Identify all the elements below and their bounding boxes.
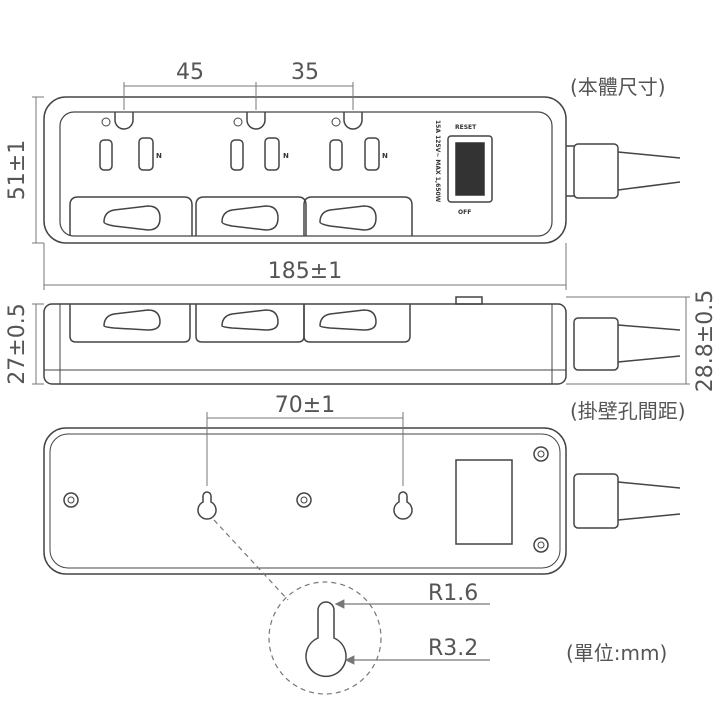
power-cord — [617, 151, 681, 191]
side-rocker-3 — [319, 309, 377, 331]
off-label: OFF — [458, 209, 471, 216]
reset-label: RESET — [455, 124, 477, 131]
reset-breaker-button — [455, 142, 485, 196]
screw-icon — [537, 541, 545, 549]
top-view-text: 15A 125V~ MAX 1,650W RESET OFF N N N — [156, 120, 477, 216]
hole-spacing-note: (掛壁孔間距) — [570, 399, 686, 423]
neutral-mark: N — [283, 152, 289, 160]
height-side-label: 27±0.5 — [5, 303, 30, 384]
side-rocker-2 — [221, 309, 279, 331]
ground-symbol-icon — [233, 117, 243, 127]
side-view-body-outline — [43, 303, 567, 385]
side-view — [43, 296, 681, 385]
outlet-group-3 — [329, 112, 380, 171]
hole-spacing-label: 70±1 — [275, 393, 335, 418]
detail-circle — [268, 581, 382, 695]
ground-symbol-icon — [101, 117, 111, 127]
screw-icon — [537, 450, 545, 458]
outlet-slot-right — [364, 137, 380, 171]
rating-label: 15A 125V~ MAX 1,650W — [434, 120, 441, 203]
large-radius-label: R3.2 — [428, 636, 478, 661]
ground-symbol-icon — [331, 117, 341, 127]
spacing-right-label: 35 — [291, 60, 319, 85]
bottom-view-body-outline — [43, 427, 567, 575]
length-label: 185±1 — [268, 259, 342, 284]
keyhole-mount-left — [197, 491, 217, 520]
keyhole-detail-shape — [305, 601, 347, 678]
keyhole-detail — [213, 519, 490, 695]
side-switch-housing-1 — [69, 304, 191, 343]
dimension-lines — [32, 82, 690, 486]
reset-breaker-frame — [447, 135, 493, 203]
body-size-note: (本體尺寸) — [570, 75, 666, 99]
height-side-total-label: 28.8±0.5 — [693, 290, 718, 392]
bottom-cord-strain-relief — [573, 473, 619, 529]
small-radius-label: R1.6 — [428, 581, 478, 606]
rocker-switch-3 — [319, 205, 377, 231]
cord-strain-relief-edge — [566, 145, 574, 197]
screw-icon — [63, 492, 79, 508]
dimension-labels: 45 35 (本體尺寸) 51±1 185±1 27±0.5 28.8±0.5 … — [5, 60, 718, 665]
ground-pin-icon — [246, 112, 266, 130]
screw-icon — [296, 492, 312, 508]
side-switch-housing-2 — [195, 304, 305, 343]
outlet-slot-right — [138, 137, 154, 171]
top-view-body-outline — [43, 96, 567, 244]
side-power-cord — [617, 324, 681, 363]
screw-icon — [533, 446, 549, 462]
keyhole-mount-right — [393, 491, 413, 520]
outlet-group-2 — [230, 112, 280, 171]
unit-note: (單位:mm) — [566, 641, 667, 665]
outlet-group-1 — [99, 112, 154, 171]
switch-housing-3 — [303, 196, 413, 236]
screw-icon — [300, 496, 308, 504]
side-switch-housing-3 — [303, 304, 411, 343]
neutral-mark: N — [382, 152, 388, 160]
outlet-slot-left — [230, 139, 244, 171]
bottom-view-inner-edge — [49, 433, 561, 569]
callout-leader — [213, 519, 289, 601]
height-top-label: 51±1 — [5, 140, 30, 200]
ground-pin-icon — [343, 112, 363, 130]
bottom-view — [43, 427, 681, 575]
neutral-mark: N — [156, 152, 162, 160]
switch-housing-2 — [195, 196, 307, 236]
cord-strain-relief — [573, 143, 619, 199]
top-view — [43, 96, 681, 244]
outlet-slot-left — [329, 139, 343, 171]
outlet-slot-right — [264, 137, 280, 171]
ground-pin-icon — [114, 112, 134, 130]
spacing-left-label: 45 — [176, 60, 204, 85]
screw-icon — [533, 537, 549, 553]
rocker-switch-1 — [103, 205, 161, 231]
side-cord-strain-relief — [573, 317, 619, 371]
rocker-switch-2 — [221, 205, 279, 231]
switch-housing-1 — [69, 196, 193, 236]
side-view-reset-button — [455, 296, 483, 305]
screw-icon — [67, 496, 75, 504]
side-rocker-1 — [103, 309, 161, 331]
label-plate — [455, 459, 513, 545]
bottom-power-cord — [617, 481, 681, 521]
outlet-slot-left — [99, 139, 113, 171]
